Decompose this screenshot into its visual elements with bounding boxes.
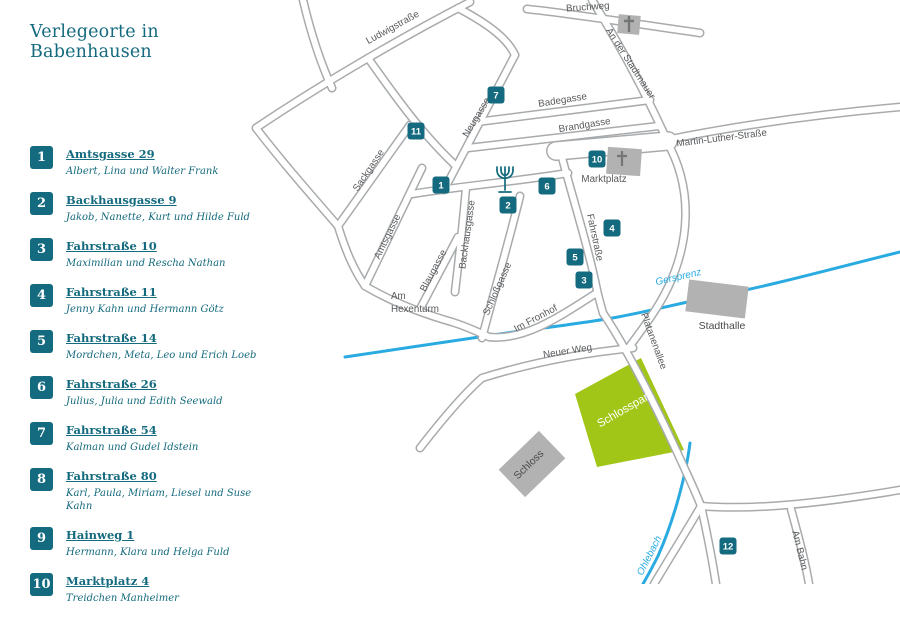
legend-number-badge: 9 [30, 527, 53, 550]
legend-address: Amtsgasse 29 [66, 147, 155, 161]
town-church [617, 14, 641, 35]
svg-text:4: 4 [609, 223, 615, 234]
street-label-an-der-stadtmauer: An der Stadtmauer [603, 26, 657, 102]
legend-number-badge: 6 [30, 376, 53, 399]
legend-number-badge: 2 [30, 192, 53, 215]
legend-address: Fahrstraße 54 [66, 423, 157, 437]
svg-text:10: 10 [592, 154, 603, 165]
svg-text:11: 11 [411, 126, 422, 137]
buildings [498, 14, 749, 498]
legend-item: 6 Fahrstraße 26 Julius, Julia und Edith … [30, 376, 262, 408]
legend-number-badge: 4 [30, 284, 53, 307]
map-marker-5: 5 [566, 248, 584, 266]
svg-text:12: 12 [723, 541, 734, 552]
legend-address: Hainweg 1 [66, 528, 135, 542]
svg-text:5: 5 [572, 252, 578, 263]
legend-item: 8 Fahrstraße 80 Karl, Paula, Miriam, Lie… [30, 468, 262, 513]
legend-address: Marktplatz 4 [66, 574, 150, 588]
legend-address: Fahrstraße 10 [66, 239, 157, 253]
legend-address: Fahrstraße 14 [66, 331, 157, 345]
map-marker-7: 7 [487, 86, 505, 104]
map-markers: 7 11 1 2 6 10 4 5 3 12 [407, 86, 737, 555]
building-label-stadthalle: Stadthalle [699, 320, 746, 332]
legend-item: 7 Fahrstraße 54 Kalman und Gudel Idstein [30, 422, 262, 454]
legend-names: Kalman und Gudel Idstein [66, 442, 199, 453]
svg-text:2: 2 [505, 200, 510, 211]
street-label-bruchweg: Bruchweg [566, 0, 610, 14]
svg-text:6: 6 [544, 181, 549, 192]
legend-names: Julius, Julia und Edith Seewald [66, 396, 223, 407]
map-marker-2: 2 [499, 196, 517, 214]
legend-item: 2 Backhausgasse 9 Jakob, Nanette, Kurt u… [30, 192, 262, 224]
legend-names: Mordchen, Meta, Leo und Erich Loeb [66, 350, 257, 361]
legend-item: 5 Fahrstraße 14 Mordchen, Meta, Leo und … [30, 330, 262, 362]
legend-names: Jenny Kahn und Hermann Götz [66, 304, 224, 315]
legend-number-badge: 10 [30, 573, 53, 596]
legend-address: Fahrstraße 26 [66, 377, 157, 391]
legend-names: Maximilian und Rescha Nathan [66, 258, 226, 269]
schlosspark-area [575, 358, 684, 467]
legend-item: 3 Fahrstraße 10 Maximilian und Rescha Na… [30, 238, 262, 270]
legend-item: 10 Marktplatz 4 Treidchen Manheimer [30, 573, 262, 605]
svg-text:1: 1 [438, 180, 444, 191]
svg-text:7: 7 [493, 90, 498, 101]
legend-address: Fahrstraße 80 [66, 469, 157, 483]
map-marker-10: 10 [588, 150, 606, 168]
legend-number-badge: 1 [30, 146, 53, 169]
map-marker-4: 4 [603, 219, 621, 237]
legend-number-badge: 8 [30, 468, 53, 491]
church-cross-icon [624, 16, 634, 32]
legend-address: Backhausgasse 9 [66, 193, 177, 207]
marktplatz-church [606, 146, 642, 177]
legend-number-badge: 3 [30, 238, 53, 261]
gersprenz-river [343, 250, 900, 359]
legend-item: 9 Hainweg 1 Hermann, Klara und Helga Ful… [30, 527, 262, 559]
street-label-marktplatz: Marktplatz [581, 174, 626, 185]
legend-number-badge: 7 [30, 422, 53, 445]
church-cross-icon [617, 151, 627, 166]
map-marker-1: 1 [432, 176, 450, 194]
map-marker-6: 6 [538, 177, 556, 195]
menorah-icon [496, 166, 514, 193]
legend-address: Fahrstraße 11 [66, 285, 157, 299]
legend-names: Hermann, Klara und Helga Fuld [66, 547, 230, 558]
schloss-building [498, 430, 566, 498]
map-marker-3: 3 [575, 271, 593, 289]
street-label-am-bahn: Am Bahn [789, 530, 809, 572]
legend-names: Karl, Paula, Miriam, Liesel und Suse Kah… [66, 488, 252, 512]
map-marker-11: 11 [407, 122, 425, 140]
legend-names: Treidchen Manheimer [66, 593, 179, 604]
town-map: Ludwigstraße Bruchweg An der Stadtmauer … [251, 0, 900, 584]
legend-names: Jakob, Nanette, Kurt und Hilde Fuld [66, 212, 250, 223]
legend-item: 1 Amtsgasse 29 Albert, Lina und Walter F… [30, 146, 262, 178]
stadthalle-building [685, 279, 749, 319]
legend-panel: Verlegeorte in Babenhausen 1 Amtsgasse 2… [30, 22, 262, 619]
street-network [251, 0, 900, 584]
legend-names: Albert, Lina und Walter Frank [66, 166, 219, 177]
legend-item: 4 Fahrstraße 11 Jenny Kahn und Hermann G… [30, 284, 262, 316]
map-marker-12: 12 [719, 537, 737, 555]
page-title: Verlegeorte in Babenhausen [30, 22, 159, 62]
svg-text:3: 3 [581, 275, 586, 286]
legend-number-badge: 5 [30, 330, 53, 353]
street-label-am-hexenturm-line1: Am [391, 291, 406, 302]
street-label-am-hexenturm-line2: Hexenturm [391, 304, 439, 315]
street-label-amtsgasse: Amtsgasse [372, 212, 403, 261]
